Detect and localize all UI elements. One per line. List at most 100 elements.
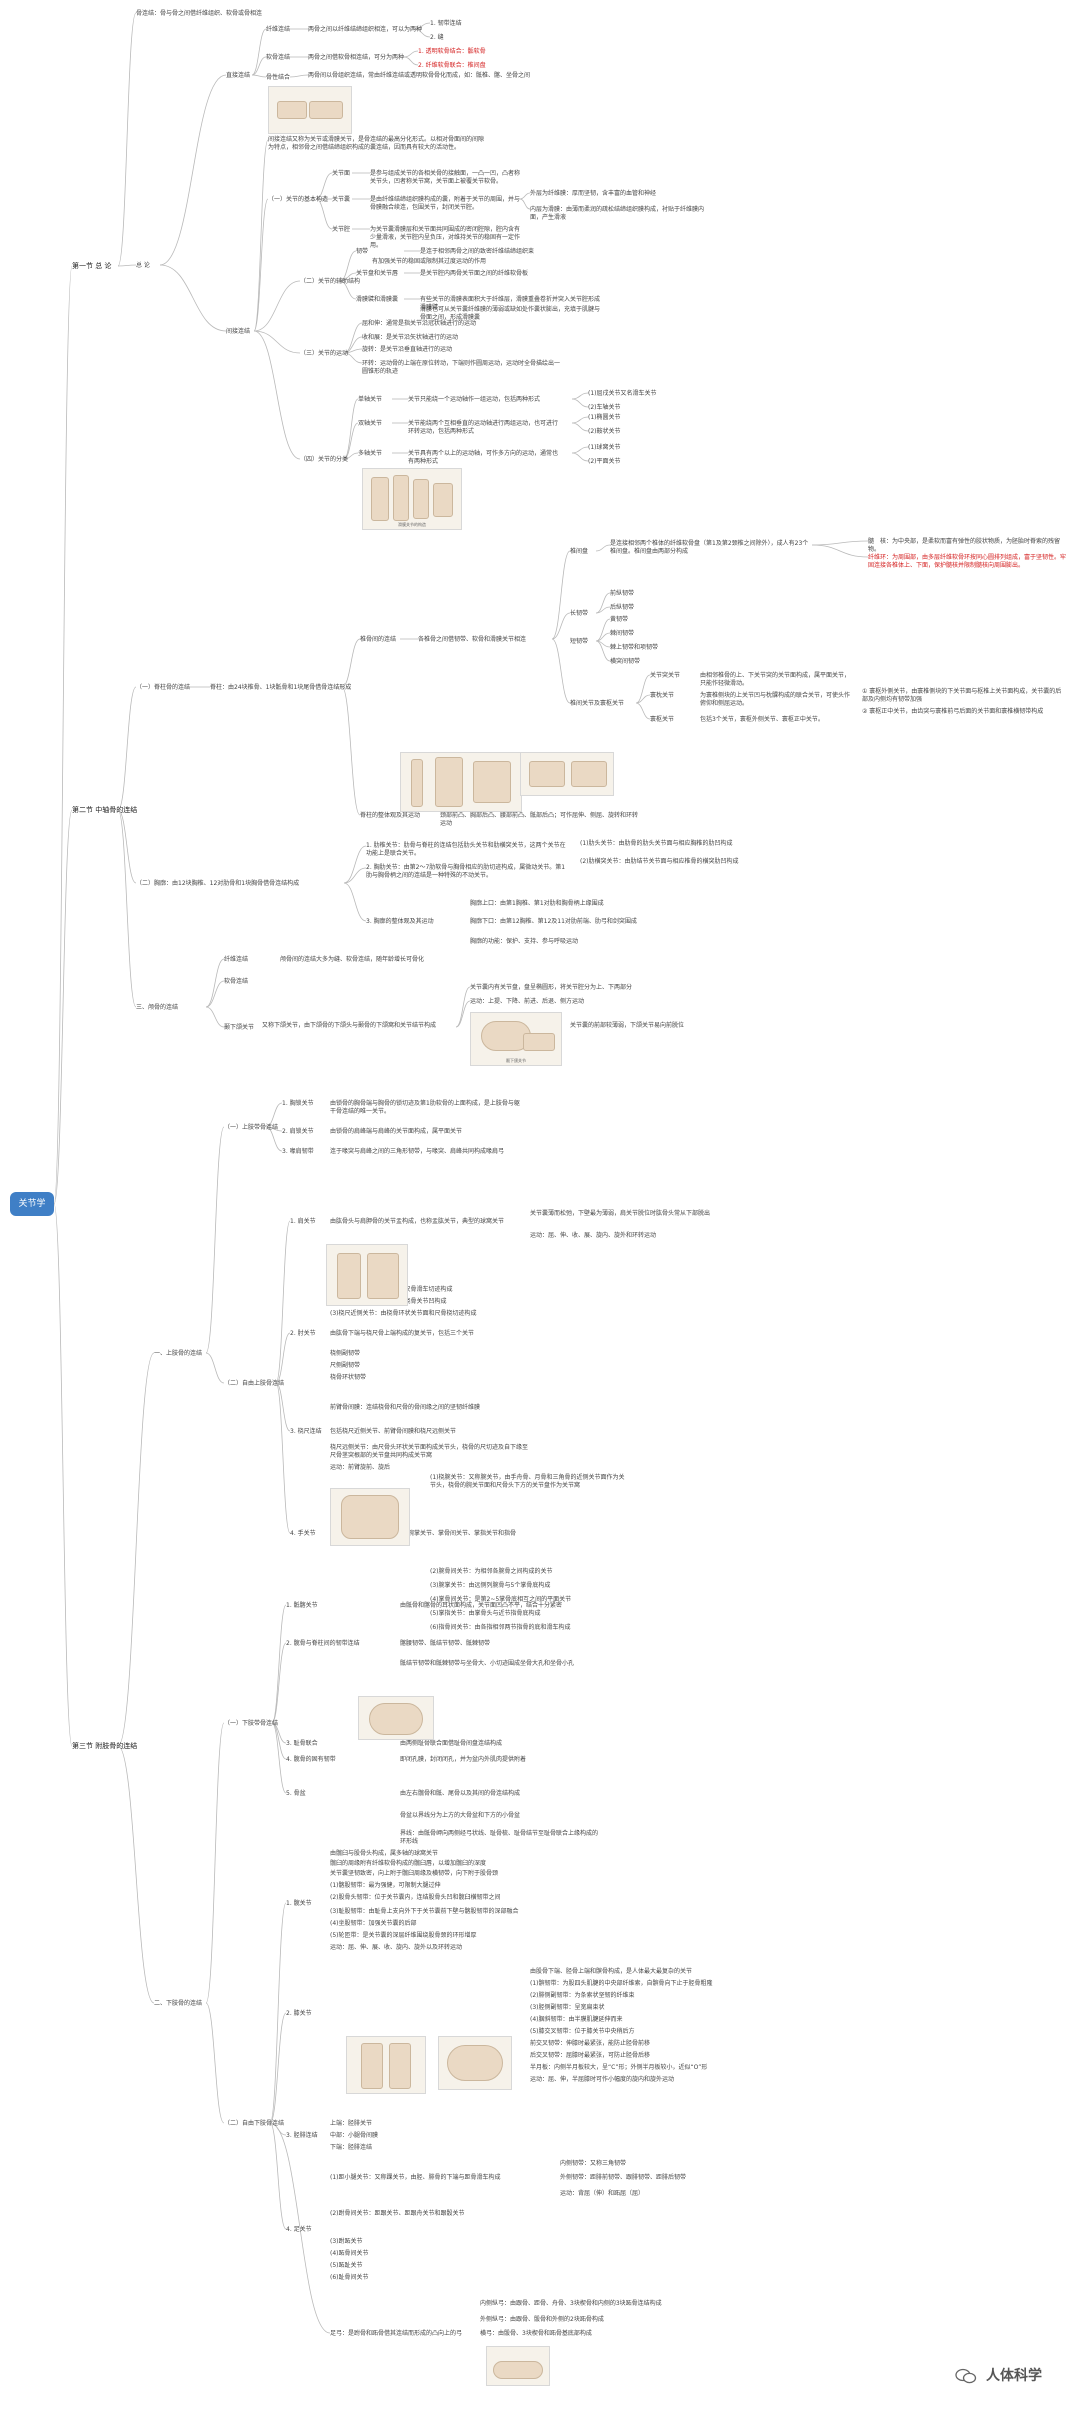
knee-item-6[interactable]: (5)膝交叉韧带：位于膝关节中央稍后方 [530,2028,635,2035]
costovertebral-joint[interactable]: 1. 肋椎关节：肋骨与脊柱的连结包括肋头关节和肋横突关节，这两个关节在功能上是联… [366,842,566,857]
ant-longitudinal[interactable]: 前纵韧带 [610,590,635,597]
movement-item-4[interactable]: 环转：运动骨的上端在原位转动，下端则作圆周运动，运动时全骨描绘出一圆锥形的轨迹 [362,360,561,375]
sacroiliac-desc[interactable]: 由骶骨和髂骨的耳状面构成，关节面凹凸不平，结合十分紧密 [400,1602,563,1609]
multiaxial-key[interactable]: 多轴关节 [358,450,383,457]
atlanto-axial-median[interactable]: ② 寰枢正中关节，由齿突与寰椎前弓后面的关节面和寰椎横韧带构成 [862,708,1044,715]
basic-surface-desc[interactable]: 是参与组成关节的各相关骨的接触面，一凸一凹，凸者称关节头，凹者称关节窝，关节面上… [370,170,521,185]
foot-joint-1[interactable]: (1)距小腿关节：又称踝关节，由胫、腓骨的下端与距骨滑车构成 [330,2174,501,2181]
ankle-medial[interactable]: 内侧韧带：又称三角韧带 [560,2160,627,2167]
atlanto-axial-key[interactable]: 寰枢关节 [650,716,675,723]
foot-joint-5[interactable]: (5)跖趾关节 [330,2262,363,2269]
multiaxial-sub-1[interactable]: (1)球窝关节 [588,444,621,451]
disc-annulus[interactable]: 纤维环：为周围部，由多层纤维软骨环按同心圆排列组成，富于坚韧性。牢固连接各椎体上… [868,554,1067,569]
knee-item-9[interactable]: 半月板：内侧半月板较大，呈“C”形；外侧半月板较小，近似“O”形 [530,2064,708,2071]
medial-arch[interactable]: 内侧纵弓：由跟骨、距骨、舟骨、3块楔骨和内侧的3块跖骨连结构成 [480,2300,662,2307]
shoulder-note-2[interactable]: 运动：屈、伸、收、展、旋内、旋外和环转运动 [530,1232,657,1239]
hand-joint-3[interactable]: (3)腕掌关节：由远侧列腕骨与5个掌骨底构成 [430,1582,551,1589]
fibrous-item-1[interactable]: 1. 韧带连结 [430,20,462,27]
hip-spine-ligaments-desc[interactable]: 髂腰韧带、骶结节韧带、骶棘韧带 [400,1640,491,1647]
costal-head-joint[interactable]: (1)肋头关节：由肋骨的肋头关节面与相应胸椎的肋凹构成 [580,840,733,847]
thorax-function[interactable]: 胸廓的功能：保护、支持、参与呼吸运动 [470,938,579,945]
thorax-inlet[interactable]: 胸廓上口：由第1胸椎、第1对肋和胸骨柄上缘围成 [470,900,604,907]
vertebral-joints-node[interactable]: 椎间关节及寰枢关节 [570,700,625,707]
radioulnar-movement[interactable]: 运动：前臂旋前、旋后 [330,1464,391,1471]
hip-item-1[interactable]: 由髋臼与股骨头构成，属多轴的球窝关节 [330,1850,439,1857]
hand-joint-5[interactable]: (5)掌指关节：由掌骨头与近节指骨底构成 [430,1610,541,1617]
short-ligament-2[interactable]: 棘间韧带 [610,630,635,637]
pelvis-key[interactable]: 5. 骨盆 [286,1790,306,1797]
biaxial-sub-2[interactable]: (2)鞍状关节 [588,428,621,435]
s1-overview-node[interactable]: 总 论 [136,262,150,269]
hip-item-6[interactable]: (3)耻股韧带：由耻骨上支向外下于关节囊前下壁与髂股韧带的深部融合 [330,1908,519,1915]
sacroiliac-key[interactable]: 1. 骶髂关节 [286,1602,318,1609]
short-ligament-4[interactable]: 横突间韧带 [610,658,641,665]
atlanto-axial-desc[interactable]: 包括3个关节，寰枢外侧关节、寰枢正中关节。 [700,716,824,723]
biaxial-desc[interactable]: 关节能绕两个互相垂直的运动轴进行两组运动，也可进行环转运动，包括两种形式 [408,420,559,435]
tibiofibular-item-1[interactable]: 上端：胫腓关节 [330,2120,373,2127]
hip-item-3[interactable]: 关节囊坚韧致密，向上附于髋臼周缘及横韧带，向下附于股骨颈 [330,1870,499,1877]
tmj-weakness[interactable]: 关节囊的前部较薄弱，下颌关节易向前脱位 [570,1022,685,1029]
tmj-movement[interactable]: 运动：上提、下降、前进、后退、侧方运动 [470,998,585,1005]
cartilage-node[interactable]: 软骨连结 [266,54,291,61]
acromioclavicular-key[interactable]: 2. 肩锁关节 [282,1128,314,1135]
fibrous-item-2[interactable]: 2. 缝 [430,34,444,41]
radioulnar-desc[interactable]: 包括桡尺近侧关节、前臂骨间膜和桡尺远侧关节 [330,1428,457,1435]
section-3-title[interactable]: 第三节 附肢骨的连结 [72,1742,138,1750]
movement-label[interactable]: （三）关节的运动 [300,350,349,357]
aux-extra-2[interactable]: 滑膜也可从关节囊纤维膜的薄弱或缺如处作囊状膨出，充填于肌腱与骨面之间，形成滑膜囊 [420,306,601,321]
pelvis-desc[interactable]: 由左右髋骨和骶、尾骨以及其间的骨连结构成 [400,1790,521,1797]
tmj-key[interactable]: 颞下颌关节 [224,1024,255,1031]
skull-fibrous-desc[interactable]: 颅骨间的连结大多为缝、软骨连结，随年龄增长可骨化 [280,956,425,963]
pelvis-note-3[interactable]: 界线：由骶骨岬向两侧经弓状线、耻骨梳、耻骨结节至耻骨联合上缘构成的环形线 [400,1830,599,1845]
hip-item-7[interactable]: (4)坐股韧带：加强关节囊的后部 [330,1920,417,1927]
hip-key[interactable]: 1. 髋关节 [286,1900,312,1907]
skull-label[interactable]: 三、颅骨的连结 [136,1004,179,1011]
foot-key[interactable]: 4. 足关节 [286,2226,312,2233]
elbow-ligament-1[interactable]: 桡侧副韧带 [330,1350,361,1357]
aux-ligament-key[interactable]: 韧带 [356,248,369,255]
knee-item-4[interactable]: (3)胫侧副韧带：呈宽扁束状 [530,2004,605,2011]
section-2-title[interactable]: 第二节 中轴骨的连结 [72,806,138,814]
biaxial-sub-1[interactable]: (1)椭圆关节 [588,414,621,421]
elbow-part-3[interactable]: (3)桡尺近侧关节：由桡骨环状关节面和尺骨桡切迹构成 [330,1310,477,1317]
free-lower-label[interactable]: （二）自由下肢骨连结 [224,2120,285,2127]
atlanto-occipital-desc[interactable]: 为寰椎侧块的上关节凹与枕髁构成的联合关节，可使头作俯仰和侧屈运动。 [700,692,851,707]
direct-connection-node[interactable]: 直接连结 [226,72,251,79]
atlanto-occipital-key[interactable]: 寰枕关节 [650,692,675,699]
elbow-ligament-2[interactable]: 尺侧副韧带 [330,1362,361,1369]
acromioclavicular-desc[interactable]: 由锁骨的肩峰端与肩峰的关节面构成，属平面关节 [330,1128,463,1135]
skull-cartilage-key[interactable]: 软骨连结 [224,978,249,985]
hand-joint-4[interactable]: (4)掌骨间关节：是第2~5掌骨底相互之间的平面关节 [430,1596,572,1603]
knee-key[interactable]: 2. 膝关节 [286,2010,312,2017]
free-upper-label[interactable]: （二）自由上肢骨连结 [224,1380,285,1387]
obturator-key[interactable]: 4. 髋骨的固有韧带 [286,1756,336,1763]
long-ligament-node[interactable]: 长韧带 [570,610,589,617]
basic-cavity-key[interactable]: 关节腔 [332,226,351,233]
lower-limb-label[interactable]: 二、下肢骨的连结 [154,2000,203,2007]
thorax-outlet[interactable]: 胸廓下口：由第12胸椎、第12及11对肋前端、肋弓和剑突围成 [470,918,637,925]
classification-label[interactable]: （四）关节的分类 [300,456,349,463]
transverse-arch[interactable]: 横弓：由骰骨、3块楔骨和跖骨基底部构成 [480,2330,592,2337]
thorax-label[interactable]: （二）胸廓：由12块胸椎、12对肋骨和1块胸骨借骨连结构成 [136,880,300,887]
hand-joint-2[interactable]: (2)腕骨间关节：为相邻各腕骨之间构成的关节 [430,1568,553,1575]
spine-whole-desc[interactable]: 颈部前凸、胸部后凸、腰部前凸、骶部后凸；可作屈伸、侧屈、旋转和环转运动 [440,812,639,827]
hip-item-5[interactable]: (2)股骨头韧带：位于关节囊内，连结股骨头凹和髋臼横韧带之间 [330,1894,501,1901]
indirect-connection-node[interactable]: 间接连结 [226,328,251,335]
ankle-movement[interactable]: 运动：背屈（伸）和跖屈（屈） [560,2190,645,2197]
knee-item-3[interactable]: (2)腓侧副韧带：为条索状坚韧的纤维束 [530,1992,635,1999]
disc-nucleus[interactable]: 髓 核：为中央部，是柔软而富有弹性的胶状物质，为胚胎时脊索的残留物。 [868,538,1061,553]
aux-disc-desc[interactable]: 是关节腔内两骨关节面之间的纤维软骨板 [420,270,529,277]
bony-desc[interactable]: 两骨间以骨组织连结，常由纤维连结或透明软骨骨化而成，如：骶椎、髂、坐骨之间 [308,72,531,79]
spine-whole-label[interactable]: 脊柱的整体观及其运动 [360,812,421,819]
root-node[interactable]: 关节学 [10,1192,54,1216]
knee-item-2[interactable]: (1)髌韧带：为股四头肌腱的中央部纤维索，自髌骨向下止于胫骨粗隆 [530,1980,713,1987]
distal-radioulnar[interactable]: 桡尺远侧关节：由尺骨头环状关节面构成关节头，桡骨的尺切迹及自下缘至尺骨茎突根部的… [330,1444,529,1459]
foot-joint-2[interactable]: (2)跗骨间关节：距跟关节、距跟舟关节和跟骰关节 [330,2210,465,2217]
tibiofibular-key[interactable]: 3. 胫腓连结 [286,2132,318,2139]
upper-girdle-label[interactable]: （一）上肢带骨连结 [224,1124,279,1131]
fibrous-node[interactable]: 纤维连结 [266,26,291,33]
uniaxial-sub-1[interactable]: (1)屈戌关节又名滑车关节 [588,390,657,397]
uniaxial-key[interactable]: 单轴关节 [358,396,383,403]
cartilage-desc[interactable]: 两骨之间借软骨相连结，可分为两种 [308,54,405,61]
interosseous-membrane[interactable]: 前臂骨间膜：连结桡骨和尺骨的骨间缘之间的坚韧纤维膜 [330,1404,481,1411]
